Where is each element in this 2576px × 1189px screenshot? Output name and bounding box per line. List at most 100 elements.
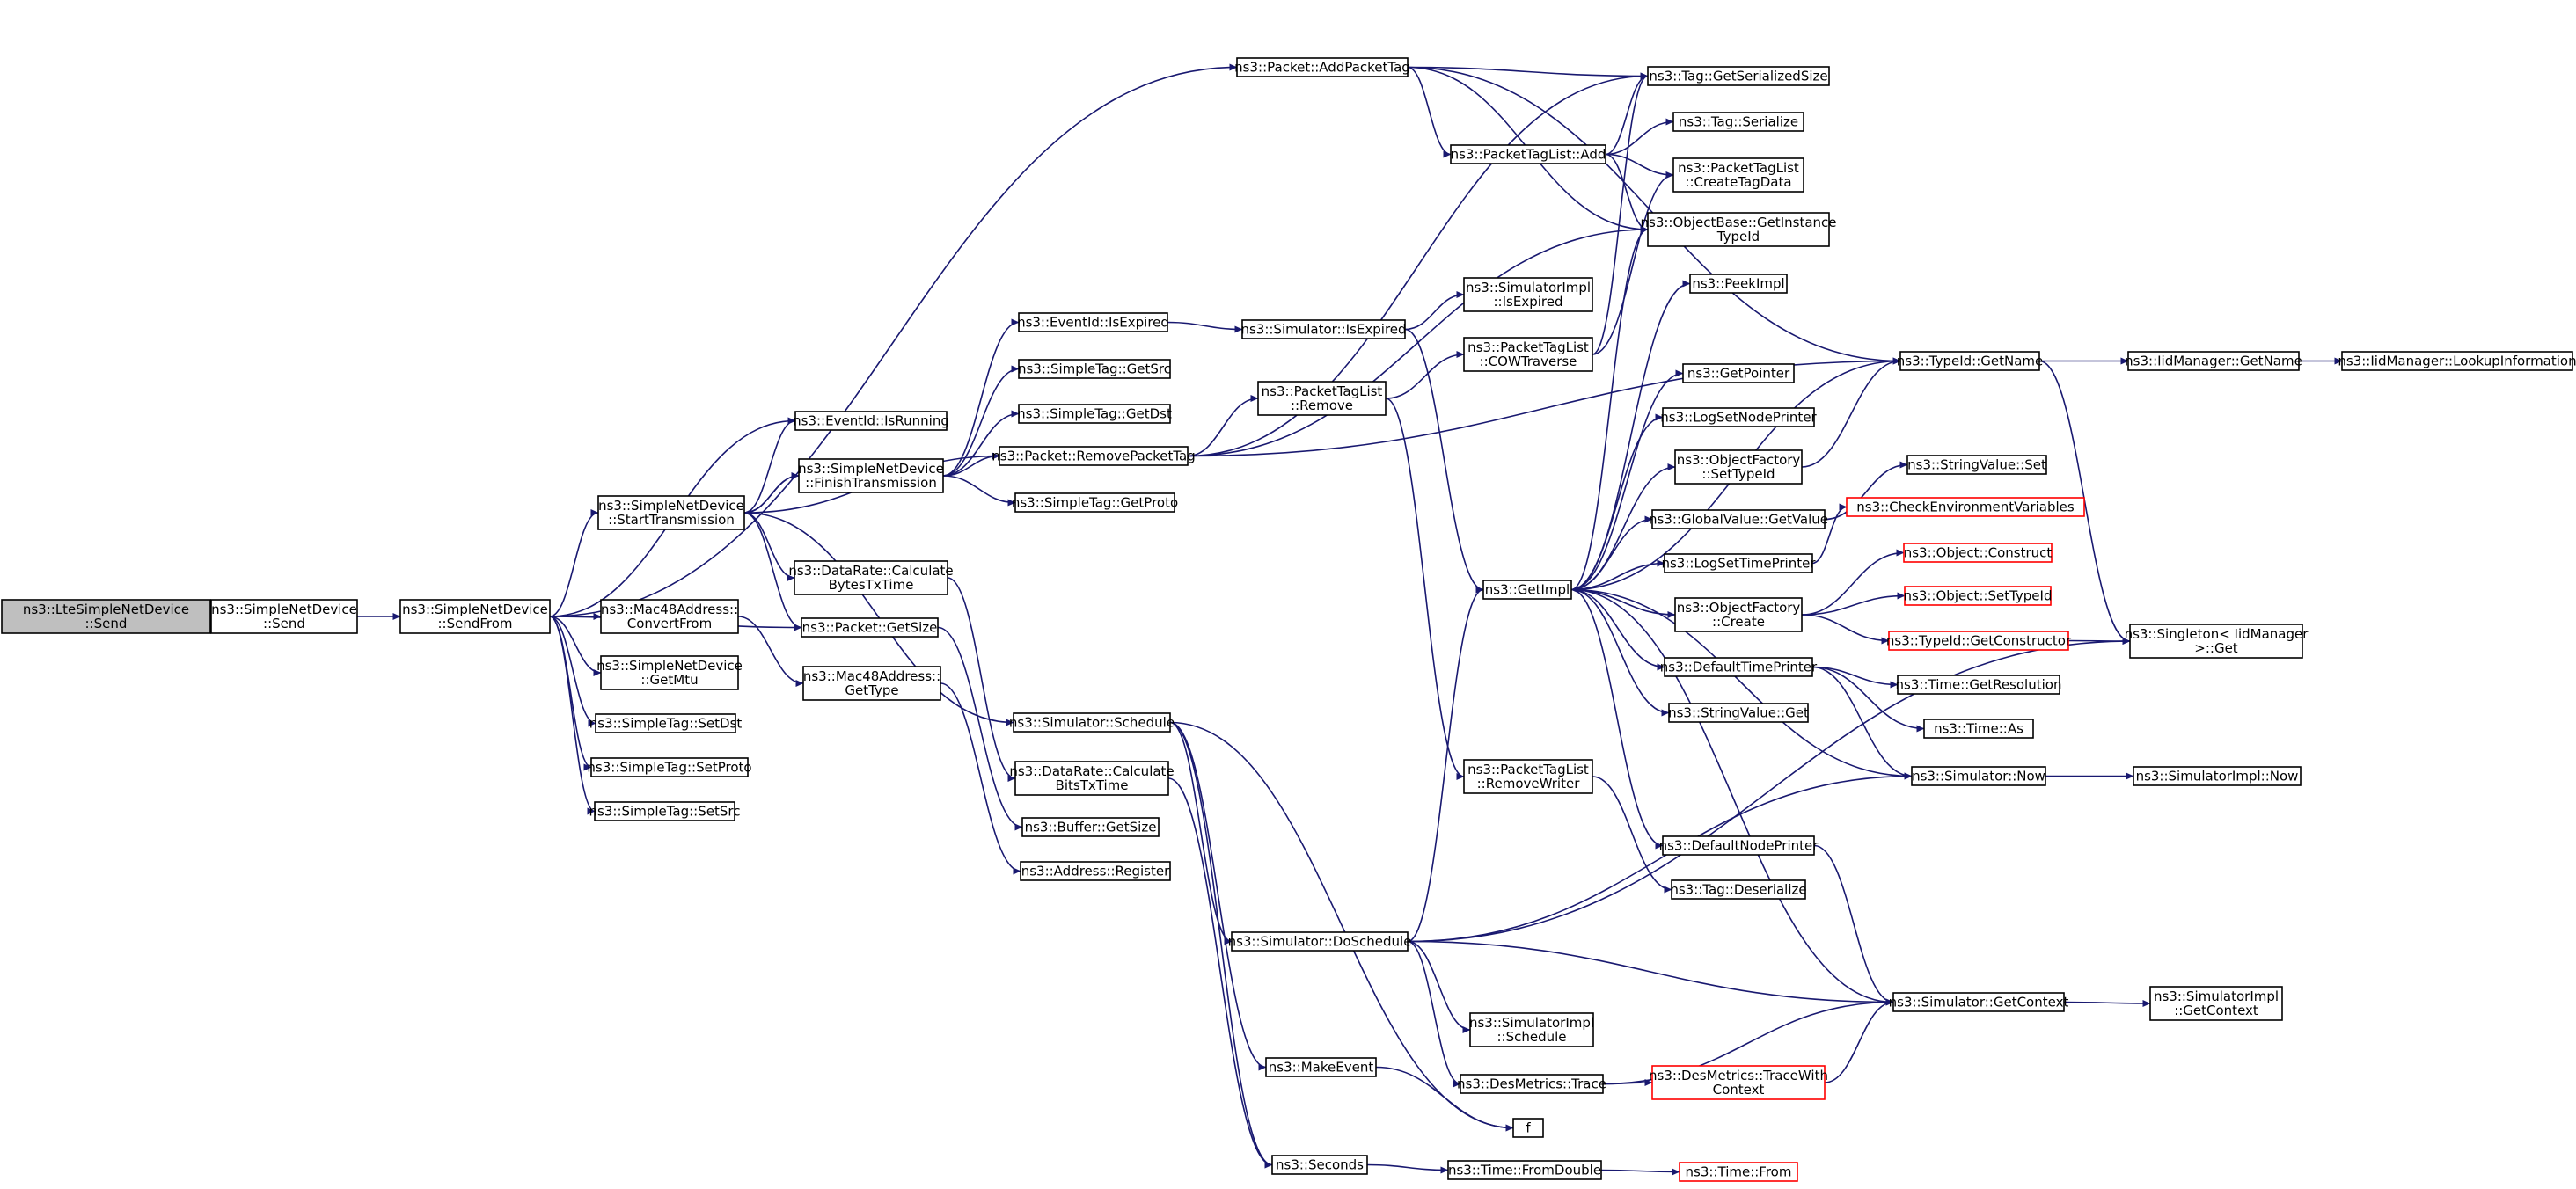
call-edge: [1824, 998, 1894, 1083]
call-edge: [1592, 776, 1672, 894]
node-ns3-defaulttimeprinter[interactable]: ns3::DefaultTimePrinter: [1660, 657, 1818, 677]
call-edge-line: [1570, 226, 1649, 591]
node-label-line: ns3::Object::SetTypeId: [1904, 588, 2053, 604]
node-ns3-seconds[interactable]: ns3::Seconds: [1271, 1155, 1368, 1175]
node-ns3-packettaglist-removewriter[interactable]: ns3::PacketTagList::RemoveWriter: [1463, 759, 1593, 794]
node-ns3-objectfactory-create[interactable]: ns3::ObjectFactory::Create: [1674, 597, 1803, 632]
node-ns3-simplenetdevice-getmtu[interactable]: ns3::SimpleNetDevice::GetMtu: [596, 655, 743, 690]
node-ns3-simplenetdevice-send[interactable]: ns3::SimpleNetDevice::Send: [210, 599, 358, 634]
node-ns3-tag-getserializedsize[interactable]: ns3::Tag::GetSerializedSize: [1647, 66, 1830, 86]
node-ns3-eventid-isrunning[interactable]: ns3::EventId::IsRunning: [793, 411, 949, 431]
node-ns3-packet-addpackettag[interactable]: ns3::Packet::AddPacketTag: [1234, 57, 1410, 77]
node-ns3-mac48address-convertfrom[interactable]: ns3::Mac48Address::ConvertFrom: [600, 599, 739, 634]
node-ns3-simulatorimpl-getcontext[interactable]: ns3::SimulatorImpl::GetContext: [2149, 986, 2283, 1021]
node-box: [1450, 144, 1606, 164]
node-ns3-simpletag-setsrc[interactable]: ns3::SimpleTag::SetSrc: [589, 801, 741, 821]
node-f[interactable]: f: [1512, 1118, 1544, 1138]
call-edge-line: [942, 318, 1020, 477]
node-ns3-packet-removepackettag[interactable]: ns3::Packet::RemovePacketTag: [992, 446, 1196, 466]
call-edge-line: [1592, 72, 1649, 355]
node-label-line: ns3::LogSetTimePrinter: [1661, 556, 1816, 572]
node-ns3-typeid-getname[interactable]: ns3::TypeId::GetName: [1897, 351, 2043, 371]
node-label-line: ::SetTypeId: [1701, 466, 1775, 482]
node-ns3-stringvalue-set[interactable]: ns3::StringValue::Set: [1906, 455, 2047, 475]
node-ns3-simplenetdevice-starttransmission[interactable]: ns3::SimpleNetDevice::StartTransmission: [597, 495, 745, 530]
call-edge-line: [1167, 777, 1273, 1169]
call-edge: [947, 577, 1016, 782]
node-ns3-time-as[interactable]: ns3::Time::As: [1923, 719, 2034, 739]
call-edge: [1570, 588, 1670, 717]
node-box: [999, 446, 1189, 466]
node-ns3-packettaglist-cowtraverse[interactable]: ns3::PacketTagList::COWTraverse: [1463, 337, 1593, 372]
node-ns3-logsetnodeprinter[interactable]: ns3::LogSetNodePrinter: [1660, 407, 1818, 427]
call-edge: [1605, 118, 1674, 156]
node-ns3-time-fromdouble[interactable]: ns3::Time::FromDouble: [1447, 1160, 1602, 1180]
node-ns3-defaultnodeprinter[interactable]: ns3::DefaultNodePrinter: [1659, 835, 1819, 856]
call-edge: [1407, 637, 2131, 943]
node-ns3-iidmanager-getname[interactable]: ns3::IidManager::GetName: [2125, 351, 2302, 371]
call-edge: [743, 417, 796, 514]
node-ns3-simpletag-getproto[interactable]: ns3::SimpleTag::GetProto: [1012, 492, 1178, 513]
node-ns3-objectfactory-settypeid[interactable]: ns3::ObjectFactory::SetTypeId: [1674, 449, 1803, 485]
call-edge-line: [1570, 586, 1894, 1003]
call-edge-line: [942, 410, 1020, 477]
node-label-line: ns3::GetPointer: [1687, 366, 1790, 382]
node-label-line: ns3::SimpleTag::SetDst: [589, 716, 743, 732]
node-ns3-simpletag-setproto[interactable]: ns3::SimpleTag::SetProto: [587, 757, 752, 777]
node-ns3-address-register[interactable]: ns3::Address::Register: [1020, 861, 1171, 881]
call-edge-line: [1602, 1078, 1653, 1087]
node-label-line: ns3::LteSimpleNetDevice: [23, 602, 189, 617]
node-ns3-ltesimplenetdevice-send[interactable]: ns3::LteSimpleNetDevice::Send: [1, 599, 211, 634]
node-ns3-simulator-now[interactable]: ns3::Simulator::Now: [1911, 766, 2046, 786]
node-ns3-simpletag-getsrc[interactable]: ns3::SimpleTag::GetSrc: [1018, 359, 1171, 379]
node-ns3-simulatorimpl-schedule[interactable]: ns3::SimulatorImpl::Schedule: [1469, 1012, 1594, 1047]
node-label-line: ns3::Object::Construct: [1904, 545, 2053, 561]
call-edge-line: [2063, 999, 2151, 1008]
node-ns3-time-getresolution[interactable]: ns3::Time::GetResolution: [1896, 675, 2062, 695]
node-ns3-simplenetdevice-finishtransmission[interactable]: ns3::SimpleNetDevice::FinishTransmission: [798, 458, 944, 493]
node-ns3-logsettimeprinter[interactable]: ns3::LogSetTimePrinter: [1661, 553, 1816, 573]
node-label-line: ns3::ObjectBase::GetInstance: [1641, 215, 1837, 230]
call-edge: [1570, 413, 1664, 591]
node-label-line: ns3::ObjectFactory: [1677, 600, 1801, 616]
node-box: [1482, 580, 1572, 600]
node-box: [594, 801, 735, 821]
node-ns3-simulator-getcontext[interactable]: ns3::Simulator::GetContext: [1889, 992, 2069, 1012]
node-ns3-globalvalue-getvalue[interactable]: ns3::GlobalValue::GetValue: [1649, 509, 1828, 529]
node-ns3-simulator-schedule[interactable]: ns3::Simulator::Schedule: [1009, 712, 1175, 733]
node-ns3-buffer-getsize[interactable]: ns3::Buffer::GetSize: [1021, 817, 1160, 837]
node-ns3-tag-serialize[interactable]: ns3::Tag::Serialize: [1672, 112, 1804, 132]
node-ns3-peekimpl[interactable]: ns3::PeekImpl: [1689, 274, 1788, 294]
node-ns3-desmetrics-trace[interactable]: ns3::DesMetrics::Trace: [1457, 1074, 1606, 1094]
node-ns3-tag-deserialize[interactable]: ns3::Tag::Deserialize: [1670, 879, 1807, 900]
node-ns3-singleton-iidmanager-get[interactable]: ns3::Singleton< IidManager>::Get: [2125, 624, 2309, 659]
call-edges: [203, 63, 2343, 1176]
node-ns3-iidmanager-lookupinformation[interactable]: ns3::IidManager::LookupInformation: [2338, 351, 2576, 371]
node-ns3-packettaglist-createtagdata[interactable]: ns3::PacketTagList::CreateTagData: [1672, 157, 1804, 193]
node-ns3-simulator-doschedule[interactable]: ns3::Simulator::DoSchedule: [1228, 931, 1412, 952]
node-ns3-simulator-isexpired[interactable]: ns3::Simulator::IsExpired: [1240, 319, 1407, 339]
node-ns3-getpointer[interactable]: ns3::GetPointer: [1682, 363, 1795, 383]
node-ns3-packet-getsize[interactable]: ns3::Packet::GetSize: [801, 617, 939, 638]
node-ns3-simulatorimpl-now[interactable]: ns3::SimulatorImpl::Now: [2133, 766, 2302, 786]
node-ns3-simpletag-getdst[interactable]: ns3::SimpleTag::GetDst: [1017, 404, 1172, 424]
node-label-line: ::GetMtu: [640, 672, 698, 688]
call-edge-line: [743, 417, 796, 514]
node-label-line: ns3::DefaultTimePrinter: [1660, 660, 1818, 675]
node-ns3-packettaglist-remove[interactable]: ns3::PacketTagList::Remove: [1257, 381, 1387, 416]
node-ns3-packettaglist-add[interactable]: ns3::PacketTagList::Add: [1450, 144, 1606, 164]
node-ns3-eventid-isexpired[interactable]: ns3::EventId::IsExpired: [1017, 312, 1169, 332]
call-edge-line: [1811, 503, 1848, 565]
node-ns3-stringvalue-get[interactable]: ns3::StringValue::Get: [1668, 703, 1809, 723]
node-ns3-makeevent[interactable]: ns3::MakeEvent: [1265, 1057, 1377, 1077]
node-box: [1674, 597, 1803, 632]
node-ns3-simplenetdevice-sendfrom[interactable]: ns3::SimpleNetDevice::SendFrom: [399, 599, 551, 634]
node-ns3-simpletag-setdst[interactable]: ns3::SimpleTag::SetDst: [589, 713, 743, 733]
call-edge: [1407, 940, 1461, 1088]
node-ns3-getimpl[interactable]: ns3::GetImpl: [1482, 580, 1572, 600]
node-ns3-simulatorimpl-isexpired[interactable]: ns3::SimulatorImpl::IsExpired: [1463, 277, 1593, 312]
node-ns3-mac48address-gettype[interactable]: ns3::Mac48Address::GetType: [802, 666, 941, 701]
